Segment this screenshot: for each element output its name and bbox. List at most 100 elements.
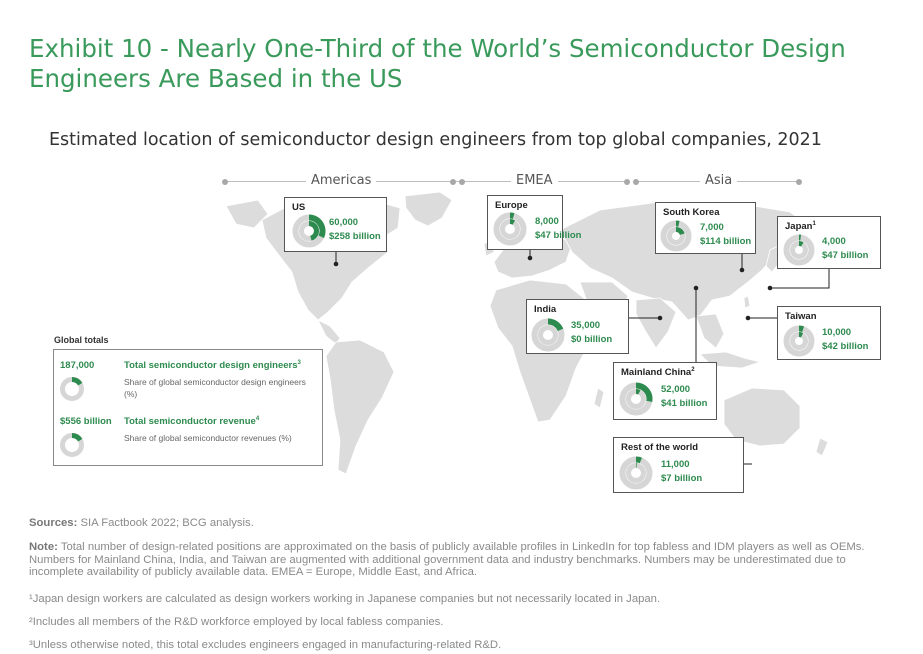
location-dots	[333, 255, 773, 321]
card-rest-of-world: Rest of the world 11,000 $7 billion	[613, 437, 744, 493]
revenue-ring-share	[798, 332, 804, 338]
card-name: Mainland China2	[621, 367, 695, 379]
engineers-legend-desc: Share of global semiconductor design eng…	[124, 377, 306, 399]
dot-china	[693, 285, 699, 291]
revenue-value: $258 billion	[329, 231, 381, 242]
footnote-2: ²Includes all members of the R&D workfor…	[29, 616, 444, 628]
map-greenland	[404, 191, 453, 227]
sources-footnote: Sources: SIA Factbook 2022; BCG analysis…	[29, 517, 254, 529]
leader-japan	[770, 266, 830, 289]
engineers-value: 11,000	[661, 459, 690, 470]
revenue-value: $47 billion	[535, 230, 582, 241]
donut-south-korea	[660, 220, 692, 252]
region-dot	[222, 178, 228, 185]
revenue-legend-title: Total semiconductor revenue4	[124, 416, 260, 428]
engineers-value: 10,000	[822, 327, 852, 338]
global-totals-legend: 187,000 Total semiconductor design engin…	[53, 349, 323, 466]
donut-mainland-china	[619, 382, 653, 416]
region-dot	[624, 178, 630, 185]
region-label-emea: EMEA	[511, 173, 558, 188]
card-name: Europe	[495, 200, 528, 212]
leader-lines	[335, 249, 830, 465]
region-dot	[459, 178, 465, 185]
region-dot	[796, 178, 802, 185]
map-south-america	[325, 339, 395, 475]
card-name: India	[534, 304, 557, 316]
region-label-asia: Asia	[700, 173, 738, 188]
legend-engineers-donut	[60, 377, 84, 401]
map-new-zealand	[815, 437, 829, 457]
revenue-ring-track	[626, 389, 646, 409]
revenue-legend-desc: Share of global semiconductor revenues (…	[124, 433, 292, 443]
exhibit-title: Exhibit 10 - Nearly One-Third of the Wor…	[29, 34, 846, 93]
region-dot	[633, 178, 639, 185]
donut-taiwan	[783, 325, 815, 357]
note-footnote: Note: Total number of design-related pos…	[29, 541, 865, 578]
map-alaska	[225, 199, 269, 229]
revenue-total: $556 billion	[60, 416, 112, 427]
engineers-ring-share	[547, 318, 564, 332]
card-name: Taiwan	[785, 311, 817, 323]
engineers-ring-share	[635, 382, 653, 402]
chart-subtitle: Estimated location of semiconductor desi…	[49, 130, 822, 150]
revenue-ring-track	[538, 325, 558, 345]
footnote-3: ³Unless otherwise noted, this total excl…	[29, 639, 502, 651]
dot-south-korea	[739, 267, 745, 273]
engineers-ring-share	[635, 456, 642, 464]
map-japan	[765, 245, 781, 273]
revenue-ring-share	[308, 221, 319, 241]
region-dot	[450, 178, 456, 185]
card-taiwan: Taiwan 10,000 $42 billion	[777, 306, 881, 360]
card-india: India 35,000 $0 billion	[526, 299, 629, 354]
revenue-value: $0 billion	[571, 334, 613, 345]
dot-japan	[767, 285, 773, 291]
legend-revenue-donut	[60, 433, 84, 457]
map-madagascar	[593, 387, 605, 409]
dot-us	[333, 261, 339, 267]
map-taiwan	[743, 295, 751, 309]
revenue-ring-track	[500, 219, 520, 239]
map-india	[635, 297, 677, 349]
engineers-value: 52,000	[661, 384, 691, 395]
dot-europe	[527, 255, 533, 261]
card-south-korea: South Korea 7,000 $114 billion	[655, 202, 756, 254]
card-mainland-china: Mainland China2 52,000 $41 billion	[613, 362, 717, 420]
revenue-value: $114 billion	[700, 236, 752, 247]
engineers-total: 187,000	[60, 360, 95, 371]
footnote-1: ¹Japan design workers are calculated as …	[29, 593, 661, 605]
global-totals-label: Global totals	[54, 335, 109, 345]
dot-india	[657, 315, 663, 321]
engineers-ring-share	[798, 325, 805, 333]
card-name: Japan1	[785, 221, 816, 233]
donut-rest-of-world	[619, 456, 653, 490]
region-header-bar: Americas EMEA Asia	[0, 170, 923, 192]
map-southeast-asia	[695, 313, 725, 349]
dot-taiwan	[745, 315, 751, 321]
region-label-americas: Americas	[306, 173, 377, 188]
donut-us	[292, 214, 326, 248]
revenue-ring-share	[798, 241, 804, 247]
donut-japan	[783, 234, 815, 266]
card-japan: Japan1 4,000 $47 billion	[777, 216, 881, 269]
revenue-ring-share	[509, 218, 516, 225]
engineers-value: 4,000	[822, 236, 846, 247]
card-europe: Europe 8,000 $47 billion	[487, 195, 581, 250]
engineers-value: 35,000	[571, 320, 601, 331]
engineers-ring-share	[308, 214, 326, 239]
revenue-ring-share	[635, 389, 641, 395]
donut-europe	[493, 212, 527, 246]
engineers-legend-title: Total semiconductor design engineers3	[124, 360, 301, 372]
engineers-value: 7,000	[700, 222, 724, 233]
map-australia	[723, 387, 801, 447]
map-central-america	[317, 319, 341, 345]
card-us: US 60,000 $258 billion	[284, 197, 387, 252]
revenue-value: $42 billion	[822, 341, 869, 352]
card-name: US	[292, 202, 306, 214]
engineers-value: 8,000	[535, 216, 559, 227]
revenue-value: $7 billion	[661, 473, 703, 484]
revenue-ring-share	[675, 227, 685, 236]
revenue-value: $41 billion	[661, 398, 708, 409]
card-name: South Korea	[663, 207, 720, 219]
card-name: Rest of the world	[621, 442, 699, 454]
revenue-value: $47 billion	[822, 250, 869, 261]
